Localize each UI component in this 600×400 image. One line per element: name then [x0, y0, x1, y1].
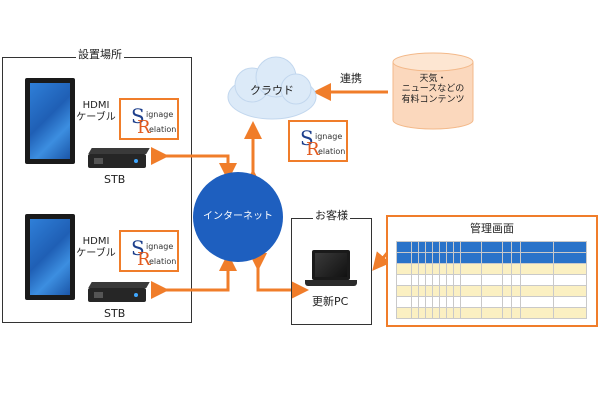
- arrow-stb1-internet: [151, 147, 237, 181]
- arrow-stb2-internet: [151, 253, 237, 299]
- stb-label-2: STB: [104, 307, 126, 320]
- logo-s: S: [300, 126, 314, 150]
- logo-r: R: [137, 117, 151, 138]
- cloud-label: クラウド: [250, 84, 294, 97]
- content-line2: ニュースなどの: [401, 84, 465, 95]
- management-title: 管理画面: [470, 222, 514, 235]
- logo-elation: elation: [149, 125, 177, 134]
- hdmi-line1: HDMI: [82, 236, 110, 247]
- hdmi-line1: HDMI: [82, 100, 110, 111]
- customer-label: お客様: [313, 209, 350, 223]
- logo-s: S: [131, 236, 145, 260]
- logo-s: S: [131, 104, 145, 128]
- cloud-shape: [227, 56, 317, 120]
- installation-site-label: 設置場所: [76, 48, 124, 62]
- logo-r: R: [306, 139, 320, 160]
- internet-node: [193, 172, 283, 262]
- content-db-label: 天気・ ニュースなどの 有料コンテンツ: [390, 74, 476, 105]
- update-pc-label: 更新PC: [312, 295, 349, 308]
- laptop-base: [305, 280, 357, 286]
- arrow-internet-pc: [249, 253, 309, 299]
- hdmi-label-2: HDMI ケーブル: [76, 236, 116, 259]
- link-label: 連携: [340, 72, 362, 85]
- content-line3: 有料コンテンツ: [401, 94, 465, 105]
- logo-ignage: ignage: [315, 132, 343, 141]
- logo-elation: elation: [318, 147, 346, 156]
- content-database-icon: [392, 52, 474, 130]
- content-line1: 天気・: [419, 74, 447, 84]
- logo-ignage: ignage: [146, 110, 174, 119]
- display-monitor-1: [25, 78, 75, 164]
- logo-r: R: [137, 249, 151, 270]
- management-table: [396, 241, 587, 319]
- signage-relation-logo-cloud: S ignage R elation: [288, 120, 348, 162]
- logo-ignage: ignage: [146, 242, 174, 251]
- hdmi-line2: ケーブル: [76, 111, 116, 123]
- stb-label-1: STB: [104, 173, 126, 186]
- laptop-icon: [312, 250, 350, 280]
- signage-relation-logo-1: S ignage R elation: [119, 98, 179, 140]
- stb-device-2: [88, 288, 146, 302]
- hdmi-line2: ケーブル: [76, 247, 116, 259]
- management-screen-panel: 管理画面: [386, 215, 598, 327]
- hdmi-label-1: HDMI ケーブル: [76, 100, 116, 123]
- stb-device-1: [88, 154, 146, 168]
- internet-label: インターネット: [203, 211, 273, 222]
- display-monitor-2: [25, 214, 75, 300]
